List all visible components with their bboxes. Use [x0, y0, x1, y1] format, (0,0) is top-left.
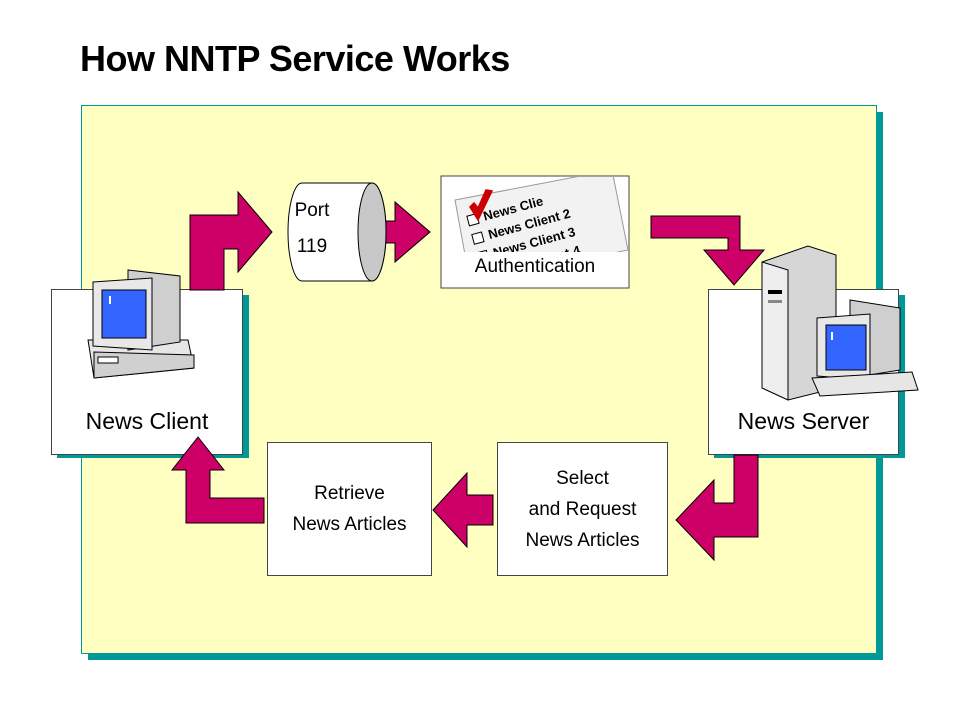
- select-line-3: News Articles: [525, 529, 640, 551]
- client-computer-icon: [87, 269, 195, 379]
- arrow-client-to-port: [189, 190, 273, 291]
- retrieve-line-1: Retrieve: [314, 483, 385, 504]
- select-line-2: and Request: [528, 498, 637, 520]
- retrieve-news-articles-box: Retrieve News Articles: [267, 442, 432, 576]
- checkmark-icon: [469, 189, 494, 222]
- select-request-box: Select and Request News Articles: [497, 442, 668, 576]
- arrow-select-to-retrieve: [432, 471, 494, 549]
- news-client-label: News Client: [85, 408, 209, 434]
- arrow-retrieve-to-client: [170, 436, 265, 524]
- news-server-label: News Server: [737, 408, 870, 434]
- page-title: How NNTP Service Works: [80, 38, 510, 79]
- port-number: 119: [296, 236, 328, 257]
- auth-list-sheet: [454, 177, 628, 253]
- port-label: Port: [294, 200, 330, 221]
- authentication-label: Authentication: [474, 256, 596, 277]
- arrow-server-to-select: [675, 454, 759, 562]
- select-line-1: Select: [556, 467, 609, 489]
- cylinder-icon: [287, 182, 387, 282]
- retrieve-line-2: News Articles: [292, 514, 407, 535]
- server-computer-icon: [761, 245, 919, 401]
- arrow-auth-to-server: [650, 215, 766, 286]
